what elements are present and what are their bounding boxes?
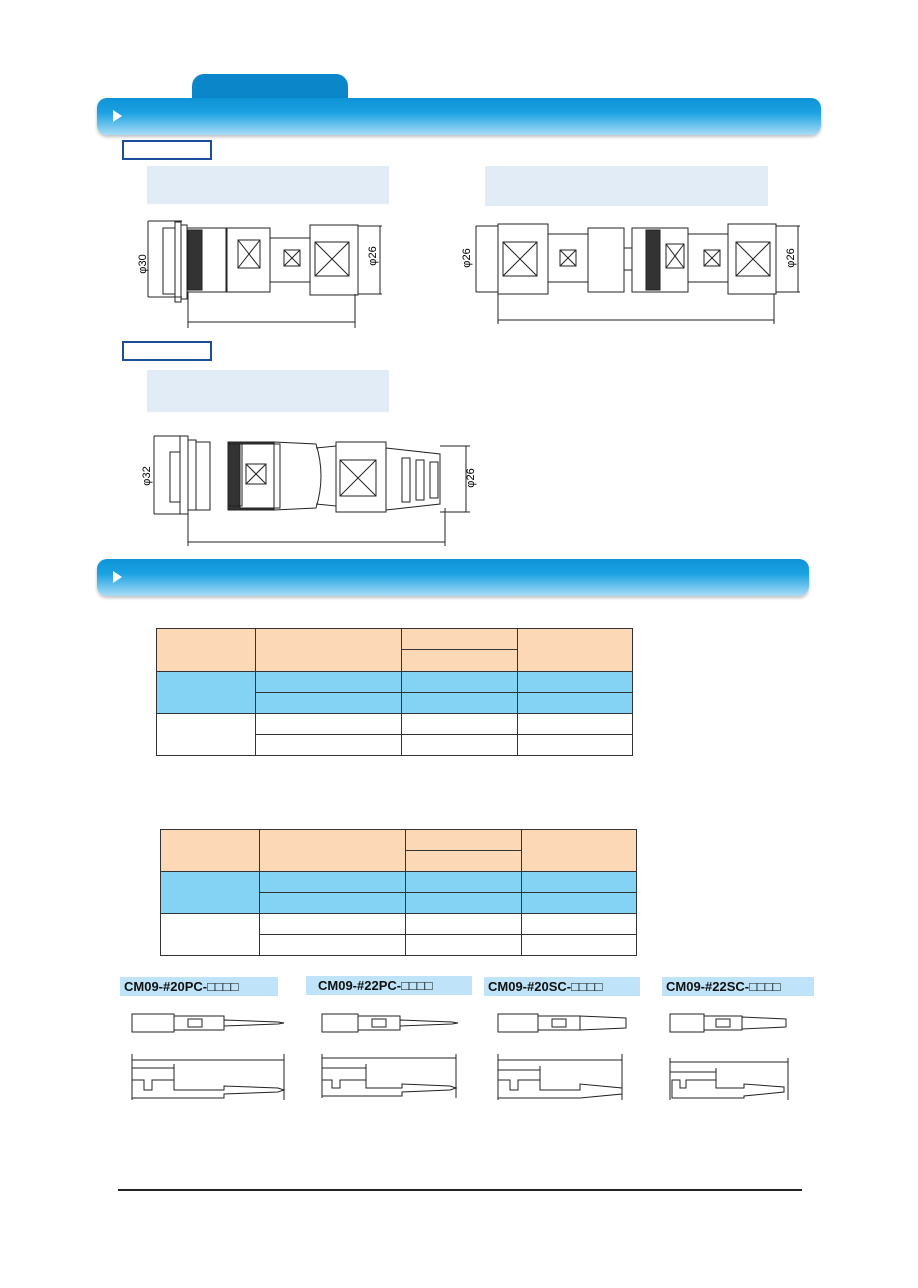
table-cell: [401, 692, 518, 714]
pin-drawing-20pc-top: [131, 1013, 285, 1033]
table-cell: [255, 713, 403, 735]
table-cell: [255, 692, 403, 714]
table-cell: [520, 913, 638, 935]
dimension-phi26: φ26: [461, 248, 473, 267]
spec-table: [159, 829, 638, 956]
pin-drawing-22pc-side: [321, 1054, 458, 1098]
pin-drawing-22sc-side: [669, 1058, 789, 1100]
table-cell: [405, 871, 522, 893]
connector-drawing-inline: φ26 φ26: [461, 223, 800, 324]
pin-label-22sc: CM09-#22SC-□□□□: [662, 977, 814, 996]
table-cell: [516, 713, 634, 735]
table-header-cell: [401, 649, 518, 672]
caption-box: [147, 370, 389, 412]
dimension-phi26: φ26: [367, 246, 379, 265]
table-cell: [520, 892, 638, 914]
table-header-cell: [516, 628, 634, 672]
table-cell: [401, 734, 518, 756]
table-cell: [259, 913, 407, 935]
table-cell: [401, 671, 518, 693]
table-cell: [159, 913, 261, 956]
spec-table: [155, 628, 634, 756]
table-cell: [520, 934, 638, 956]
table-cell: [155, 713, 257, 756]
connector-drawing-with-boot: φ32 φ26: [141, 435, 477, 546]
caption-box: [485, 166, 768, 206]
table-header-cell: [155, 628, 257, 672]
caption-box: [147, 166, 389, 204]
table-cell: [255, 671, 403, 693]
section-tab: [192, 74, 348, 102]
table-cell: [155, 671, 257, 714]
table-cell: [401, 713, 518, 735]
table-cell: [516, 671, 634, 693]
table-cell: [255, 734, 403, 756]
pin-drawing-20pc-side: [131, 1054, 286, 1100]
table-cell: [405, 892, 522, 914]
pin-label-20sc: CM09-#20SC-□□□□: [484, 977, 640, 996]
pin-drawing-22pc-top: [321, 1013, 459, 1033]
table-header-cell: [405, 829, 522, 851]
table-cell: [516, 734, 634, 756]
pin-drawing-20sc-top: [497, 1013, 627, 1033]
pin-drawing-20sc-side: [497, 1054, 623, 1100]
table-header-cell: [255, 628, 403, 672]
dimension-phi32: φ32: [141, 466, 153, 485]
dimension-phi26: φ26: [465, 468, 477, 487]
table-cell: [159, 871, 261, 914]
table-cell: [259, 892, 407, 914]
table-header-cell: [520, 829, 638, 872]
table-cell: [405, 934, 522, 956]
pin-label-22pc: CM09-#22PC-□□□□: [306, 976, 472, 995]
dimension-phi30: φ30: [137, 254, 149, 273]
table-cell: [259, 934, 407, 956]
pin-label-20pc: CM09-#20PC-□□□□: [120, 977, 278, 996]
footer-rule: [118, 1189, 802, 1191]
section-header-bar: [97, 559, 809, 596]
table-header-cell: [405, 850, 522, 872]
subsection-label-box: [122, 341, 212, 361]
play-arrow-icon: [113, 571, 122, 583]
table-cell: [405, 913, 522, 935]
connector-drawing-panel-mount: φ30 φ26: [137, 220, 382, 328]
dimension-phi26: φ26: [785, 248, 797, 267]
table-header-cell: [401, 628, 518, 650]
table-cell: [516, 692, 634, 714]
table-header-cell: [259, 829, 407, 872]
table-header-cell: [159, 829, 261, 872]
subsection-label-box: [122, 140, 212, 160]
section-header-bar: [97, 98, 821, 135]
table-cell: [520, 871, 638, 893]
table-cell: [259, 871, 407, 893]
play-arrow-icon: [113, 110, 122, 122]
pin-drawing-22sc-top: [669, 1013, 787, 1033]
